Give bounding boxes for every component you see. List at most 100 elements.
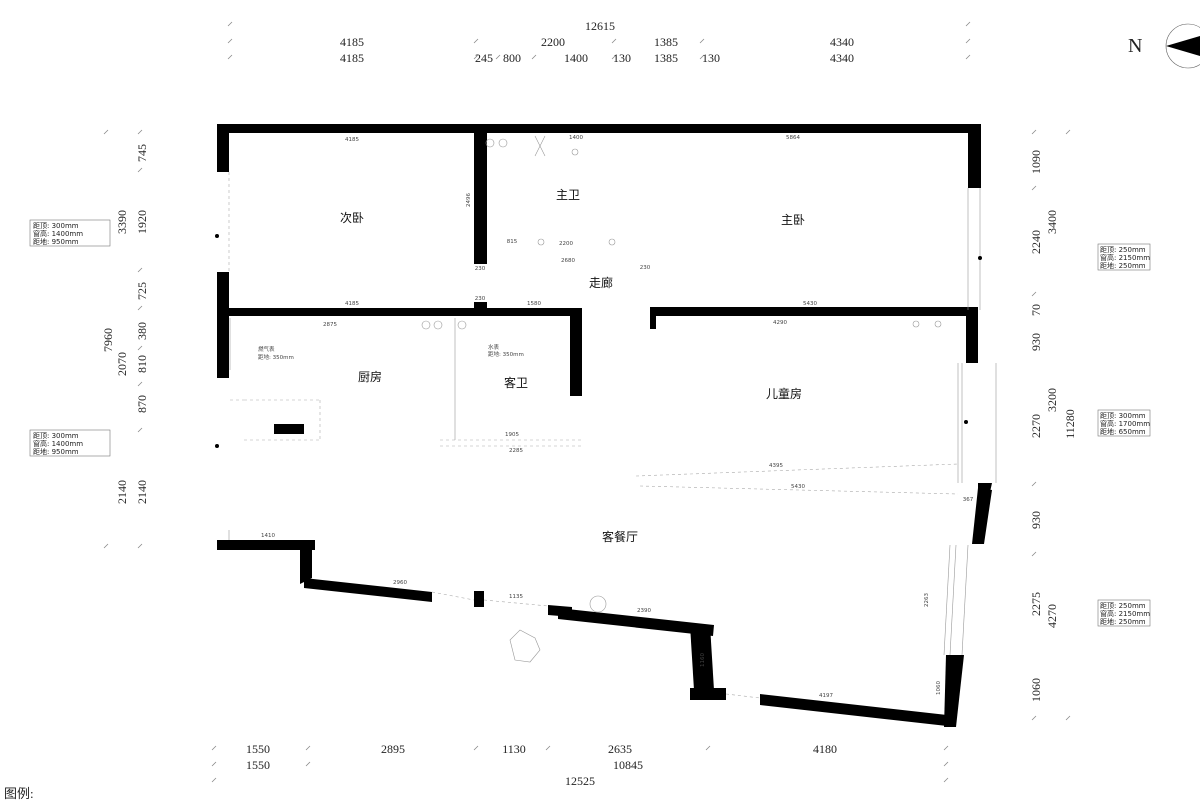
svg-text:230: 230 — [475, 296, 486, 302]
svg-text:距地: 350mm: 距地: 350mm — [258, 353, 294, 361]
walls — [217, 124, 992, 727]
left-group-3: 2140 — [115, 480, 129, 504]
room-kitchen: 厨房 — [358, 369, 382, 384]
right-total-dim: 11280 — [1063, 409, 1077, 439]
svg-text:5430: 5430 — [803, 301, 817, 307]
window-note-left-1: 距顶: 300mm 窗高: 1400mm 距地: 950mm — [29, 219, 111, 247]
svg-text:距顶: 250mm: 距顶: 250mm — [1100, 246, 1146, 254]
bottom-dim-r2-1: 1550 — [246, 758, 270, 772]
top-dim-r2-2: 245 — [475, 51, 493, 65]
right-seg-4: 930 — [1029, 333, 1043, 351]
svg-text:1410: 1410 — [261, 533, 275, 539]
svg-text:4185: 4185 — [345, 301, 359, 307]
bottom-dimensions: 1550 2895 1130 2635 4180 1550 10845 1252… — [211, 742, 949, 788]
svg-text:2263: 2263 — [924, 593, 930, 607]
bottom-dim-r1-1: 1550 — [246, 742, 270, 756]
right-seg-5: 2270 — [1029, 414, 1043, 438]
svg-text:1135: 1135 — [509, 594, 523, 600]
svg-text:窗高: 2150mm: 窗高: 2150mm — [1100, 609, 1150, 618]
top-dim-r1-1: 4185 — [340, 35, 364, 49]
room-corridor: 走廊 — [589, 275, 613, 290]
svg-text:1160: 1160 — [700, 653, 706, 667]
top-dim-r2-7: 130 — [702, 51, 720, 65]
svg-text:2390: 2390 — [637, 608, 651, 614]
svg-text:距地: 950mm: 距地: 950mm — [33, 447, 79, 456]
left-total-dim: 7960 — [101, 328, 115, 352]
top-dim-r1-4: 4340 — [830, 35, 854, 49]
svg-text:2285: 2285 — [509, 448, 523, 454]
top-dim-r2-4: 1400 — [564, 51, 588, 65]
north-label: N — [1128, 35, 1142, 57]
room-kids-room: 儿童房 — [766, 386, 802, 401]
bottom-total-dim: 12525 — [565, 774, 595, 788]
right-seg-6: 930 — [1029, 511, 1043, 529]
bottom-dim-r1-4: 2635 — [608, 742, 632, 756]
left-seg-1: 745 — [135, 144, 149, 162]
top-dim-r2-6: 1385 — [654, 51, 678, 65]
top-dim-r2-1: 4185 — [340, 51, 364, 65]
svg-text:2496: 2496 — [466, 193, 472, 207]
top-dim-r2-3: 800 — [503, 51, 521, 65]
left-dimensions: 7960 3390 2070 2140 745 1920 725 380 810… — [101, 129, 149, 549]
top-total-dim: 12615 — [585, 19, 615, 33]
svg-text:窗高: 2150mm: 窗高: 2150mm — [1100, 253, 1150, 262]
svg-text:4290: 4290 — [773, 320, 787, 326]
bottom-dim-r1-3: 1130 — [502, 742, 526, 756]
svg-text:窗高: 1400mm: 窗高: 1400mm — [33, 229, 83, 238]
room-master-bedroom: 主卧 — [781, 213, 805, 227]
svg-text:367: 367 — [963, 497, 974, 503]
window-note-left-2: 距顶: 300mm 窗高: 1400mm 距地: 950mm — [29, 429, 111, 457]
bottom-dim-r1-5: 4180 — [813, 742, 837, 756]
inner-dimensions: 4185 1400 5864 4185 1580 5430 2875 4290 … — [258, 135, 974, 699]
right-seg-3: 70 — [1029, 304, 1043, 316]
window-note-right-2: 距顶: 300mm 窗高: 1700mm 距地: 650mm — [1097, 409, 1151, 437]
right-group-1: 3400 — [1045, 210, 1059, 234]
right-seg-1: 1090 — [1029, 150, 1043, 174]
svg-text:815: 815 — [507, 239, 518, 245]
right-seg-7: 2275 — [1029, 592, 1043, 616]
svg-text:230: 230 — [475, 266, 486, 272]
svg-text:水表: 水表 — [488, 343, 500, 351]
left-seg-5: 810 — [135, 355, 149, 373]
svg-text:距地: 250mm: 距地: 250mm — [1100, 261, 1146, 270]
svg-text:2875: 2875 — [323, 322, 337, 328]
right-seg-2: 2240 — [1029, 230, 1043, 254]
left-group-2: 2070 — [115, 352, 129, 376]
room-second-bedroom: 次卧 — [340, 211, 364, 225]
window-note-right-1: 距顶: 250mm 窗高: 2150mm 距地: 250mm — [1097, 243, 1151, 271]
room-living-dining: 客餐厅 — [602, 529, 638, 544]
svg-text:4185: 4185 — [345, 137, 359, 143]
room-labels: 次卧 主卫 主卧 走廊 厨房 客卫 儿童房 客餐厅 — [340, 188, 805, 544]
svg-text:4197: 4197 — [819, 693, 833, 699]
window-note-right-3: 距顶: 250mm 窗高: 2150mm 距地: 250mm — [1097, 599, 1151, 627]
legend-label: 图例: — [4, 786, 34, 800]
svg-text:距顶: 300mm: 距顶: 300mm — [1100, 412, 1146, 420]
bottom-dim-r1-2: 2895 — [381, 742, 405, 756]
room-master-bath: 主卫 — [556, 188, 580, 202]
svg-text:2680: 2680 — [561, 258, 575, 264]
svg-text:距地: 950mm: 距地: 950mm — [33, 237, 79, 246]
left-seg-4: 380 — [135, 322, 149, 340]
svg-text:窗高: 1400mm: 窗高: 1400mm — [33, 439, 83, 448]
svg-text:燃气表: 燃气表 — [258, 345, 275, 353]
right-group-2: 3200 — [1045, 388, 1059, 412]
top-dim-r1-3: 1385 — [654, 35, 678, 49]
right-seg-8: 1060 — [1029, 678, 1043, 702]
left-seg-2: 1920 — [135, 210, 149, 234]
svg-text:1580: 1580 — [527, 301, 541, 307]
svg-text:5864: 5864 — [786, 135, 800, 141]
top-dim-r2-5: 130 — [613, 51, 631, 65]
svg-text:5430: 5430 — [791, 484, 805, 490]
left-seg-6: 870 — [135, 395, 149, 413]
svg-text:230: 230 — [640, 265, 651, 271]
svg-text:2960: 2960 — [393, 580, 407, 586]
svg-text:4395: 4395 — [769, 463, 783, 469]
room-guest-bath: 客卫 — [504, 375, 528, 390]
north-arrow-icon — [1166, 36, 1200, 56]
svg-text:距顶: 300mm: 距顶: 300mm — [33, 222, 79, 230]
top-dim-r2-8: 4340 — [830, 51, 854, 65]
top-dim-r1-2: 2200 — [541, 35, 565, 49]
left-seg-3: 725 — [135, 282, 149, 300]
right-group-3: 4270 — [1045, 604, 1059, 628]
